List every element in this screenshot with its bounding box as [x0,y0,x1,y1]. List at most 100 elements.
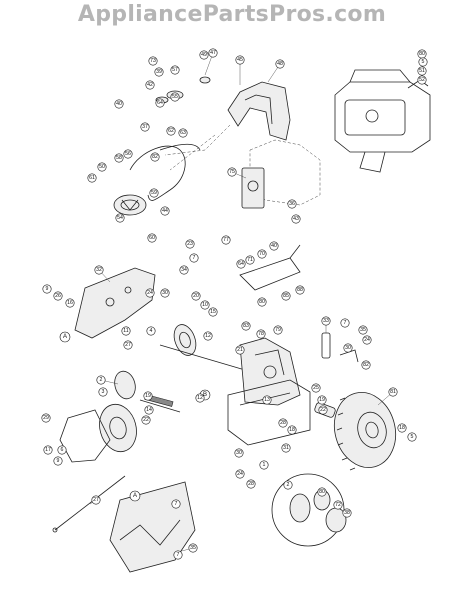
part-callout: 59 [149,188,159,198]
part-callout: 38 [342,508,352,518]
callout-circle [140,122,150,132]
callout-circle [343,343,353,353]
guide-line [164,124,231,156]
callout-number: 35 [360,327,366,333]
callout-circle [179,265,189,275]
part-callout: 21 [235,345,245,355]
part-callout: 57 [170,65,180,75]
callout-circle [141,415,151,425]
callout-circle [178,128,188,138]
callout-circle [94,265,104,275]
part-callout: 83 [241,321,251,331]
callout-circle [397,423,407,433]
part-callout: 7 [173,550,183,560]
part-callout: 12 [203,331,213,341]
part-callout: 28 [246,479,256,489]
part-callout: 62 [166,126,176,136]
callout-circle [291,214,301,224]
callout-number: 64 [157,100,163,106]
part-callout: 15 [208,307,218,317]
callout-number: 27 [93,497,99,503]
callout-circle [333,500,343,510]
housing-plate-left [74,267,156,339]
callout-number: 48 [277,61,283,67]
callout-number: 73 [150,58,156,64]
callout-circle [188,543,198,553]
part-callout: 17 [43,445,53,455]
housing-plate-bottom [59,409,111,463]
callout-circle [195,393,205,403]
callout-circle [236,259,246,269]
engine-ghost-outline [249,139,321,206]
part-callout: 85 [281,291,291,301]
callout-number: 30 [162,290,168,296]
callout-number: 33 [323,318,329,324]
callout-number: 21 [237,347,243,353]
part-callout: 30 [343,343,353,353]
part-callout: 27 [91,495,101,505]
callout-number: 5 [411,434,414,440]
callout-number: 57 [172,67,178,73]
auger-spiral [99,370,181,453]
part-callout: 22 [141,415,151,425]
callout-circle [65,298,75,308]
callout-circle [154,67,164,77]
part-callout: 14 [144,405,154,415]
part-callout: 72 [333,500,343,510]
callout-number: 62 [168,128,174,134]
callout-circle [146,326,156,336]
callout-number: 9 [57,458,60,464]
part-callout: 2 [96,375,106,385]
callout-number: 40 [271,243,277,249]
callout-circle [150,152,160,162]
callout-number: 10 [202,302,208,308]
callout-circle [97,162,107,172]
tag-letter: A [133,493,137,499]
part-callout: 75 [227,167,237,177]
callout-circle [160,288,170,298]
callout-circle [91,495,101,505]
part-callout: 42 [145,80,155,90]
part-callout: 78 [256,329,266,339]
callout-circle [171,499,181,509]
callout-circle [278,418,288,428]
callout-number: 43 [293,216,299,222]
part-callout: 20 [191,291,201,301]
part-callout: 7 [171,499,181,509]
part-callout: 33 [321,316,331,326]
tag-circle [129,490,141,502]
shroud-part [227,81,291,141]
part-callout: 60 [147,233,157,243]
part-callout: 48 [275,59,285,69]
callout-circle [155,98,165,108]
callout-number: 7 [193,255,196,261]
callout-circle [246,479,256,489]
part-callout: 64 [236,259,246,269]
callout-circle [227,167,237,177]
callout-circle [53,456,63,466]
callout-circle [287,199,297,209]
callout-number: 17 [45,447,51,453]
callout-circle [317,395,327,405]
callout-circle [170,65,180,75]
callout-circle [143,391,153,401]
callout-number: 18 [289,427,295,433]
auger-pulley [113,194,147,216]
part-callout: 37 [140,122,150,132]
callout-circle [257,249,267,259]
callout-number: 36 [289,201,295,207]
callout-number: 72 [335,502,341,508]
callout-circle [208,48,218,58]
callout-number: 49 [201,52,207,58]
callout-circle [418,57,428,67]
wheel-assembly [333,392,397,471]
part-callout: 7 [189,253,199,263]
callout-circle [208,307,218,317]
part-callout: 81 [388,387,398,397]
callout-number: 30 [236,450,242,456]
callout-number: 13 [264,397,270,403]
reference-letter-tag: A [129,490,141,502]
callout-number: 28 [280,420,286,426]
callout-circle [53,291,63,301]
part-callout: 7 [340,318,350,328]
